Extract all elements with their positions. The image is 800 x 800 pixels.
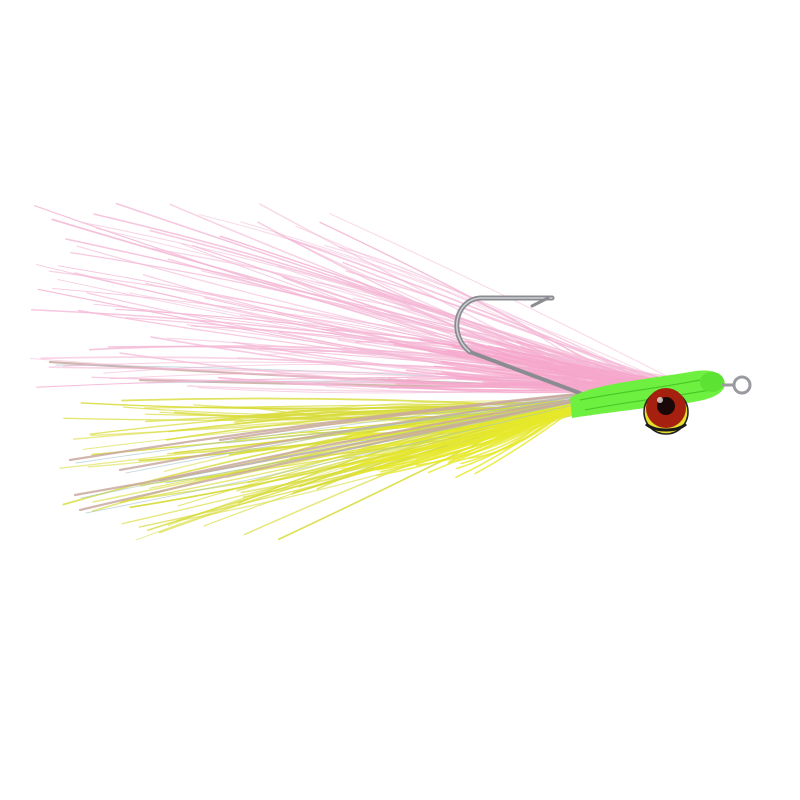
fiber-strand <box>85 387 641 514</box>
fiber-strand <box>483 349 633 382</box>
fiber-strand <box>319 221 624 381</box>
fiber-strand <box>287 237 674 389</box>
fiber-strand <box>284 277 665 379</box>
fiber-strand <box>149 229 680 391</box>
fiber-strand <box>198 214 662 386</box>
fiber-strand <box>240 221 660 380</box>
fiber-strand <box>95 227 616 380</box>
fiber-strand <box>342 261 680 386</box>
fiber-strand <box>329 408 569 436</box>
fiber-strand <box>125 387 641 474</box>
fiber-strand <box>439 410 573 463</box>
fiber-strand <box>345 270 655 384</box>
fiber-strand <box>121 397 563 409</box>
hook <box>454 295 586 397</box>
fiber-strand <box>81 222 624 380</box>
fly-head <box>570 370 752 418</box>
fiber-strand <box>48 270 626 380</box>
yellow-fibers <box>59 397 581 541</box>
fiber-strand <box>168 406 563 433</box>
eye <box>643 388 689 435</box>
fiber-strand <box>416 402 570 460</box>
fiber-strand <box>373 411 568 464</box>
fiber-strand <box>474 410 572 475</box>
pink-fibers <box>30 202 681 394</box>
fiber-strand <box>115 202 658 385</box>
fiber-strand <box>329 213 678 382</box>
